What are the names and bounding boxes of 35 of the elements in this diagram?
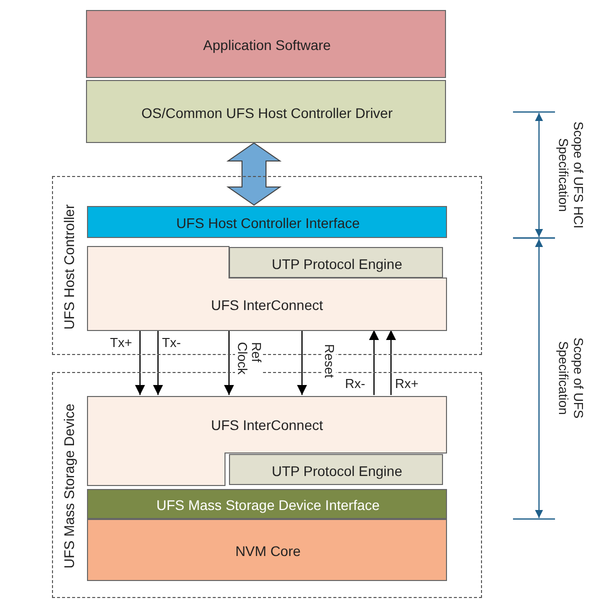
signal-label: Rx+ bbox=[395, 376, 418, 391]
scope-label: Scope of UFS Specification bbox=[556, 336, 586, 420]
double-arrow bbox=[226, 142, 282, 206]
signal-arrow bbox=[297, 330, 307, 395]
box-label: UTP Protocol Engine bbox=[272, 256, 402, 272]
layer-box bbox=[229, 247, 443, 278]
box-label: OS/Common UFS Host Controller Driver bbox=[141, 104, 393, 120]
layer-box bbox=[87, 489, 447, 519]
signal-arrow bbox=[369, 330, 379, 395]
signal-arrow bbox=[386, 330, 396, 395]
layer-box bbox=[86, 80, 446, 143]
box-label: NVM Core bbox=[235, 543, 301, 559]
group-title: UFS Host Controller bbox=[61, 204, 77, 330]
l-shaped-box bbox=[87, 396, 447, 486]
signal-label: Rx- bbox=[345, 376, 366, 391]
box-label: UFS InterConnect bbox=[210, 296, 324, 312]
l-shaped-box bbox=[87, 246, 447, 331]
signal-arrow bbox=[224, 330, 234, 395]
group-title: UFS Mass Storage Device bbox=[61, 404, 77, 568]
signal-label: Reset bbox=[322, 344, 336, 376]
layer-box bbox=[87, 206, 447, 238]
signal-arrow bbox=[153, 330, 163, 395]
box-label: UTP Protocol Engine bbox=[272, 462, 402, 478]
box-label: UFS Host Controller Interface bbox=[176, 215, 360, 231]
layer-box bbox=[229, 454, 443, 485]
box-label: UFS InterConnect bbox=[210, 416, 324, 432]
box-label: Application Software bbox=[203, 37, 331, 53]
signal-label: Ref Clock bbox=[235, 342, 263, 374]
scope-label: Scope of UFS HCI Specification bbox=[556, 120, 586, 230]
layer-box bbox=[87, 519, 447, 581]
box-label: UFS Mass Storage Device Interface bbox=[156, 497, 380, 513]
signal-arrow bbox=[135, 330, 145, 395]
signal-label: Tx- bbox=[162, 335, 181, 350]
layer-box bbox=[86, 10, 446, 78]
signal-label: Tx+ bbox=[110, 335, 132, 350]
